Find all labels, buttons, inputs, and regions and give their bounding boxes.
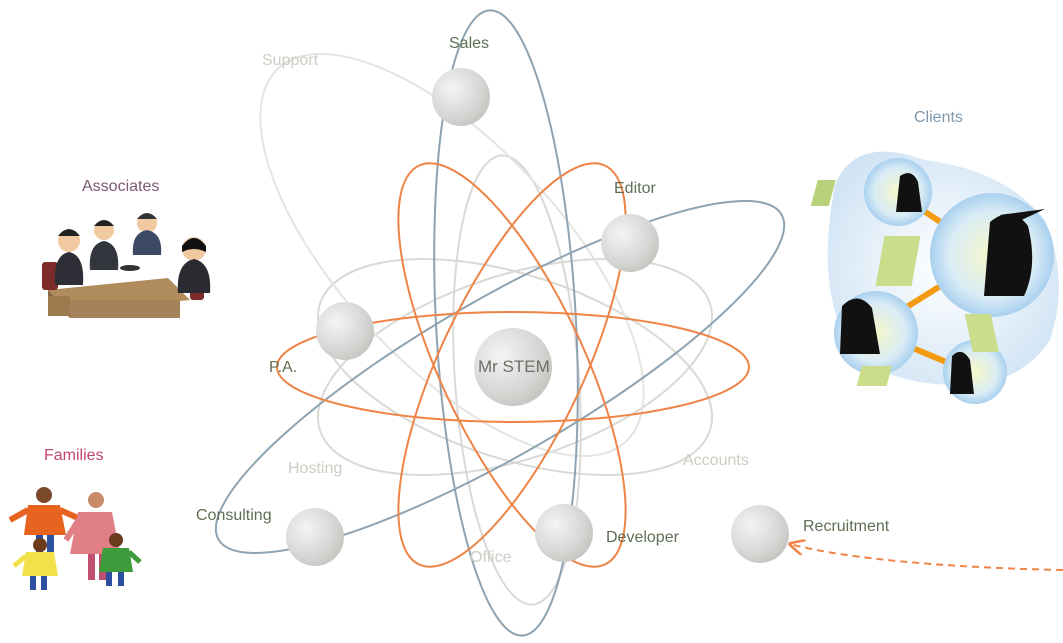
node-editor[interactable] [601,214,659,272]
families-illustration [8,487,142,590]
node-developer[interactable] [535,504,593,562]
label-developer: Developer [606,529,679,546]
label-hosting: Hosting [288,460,343,477]
associates-title: Associates [82,178,160,195]
clients-illustration [810,151,1059,404]
label-consulting: Consulting [196,507,272,524]
label-sales: Sales [449,35,490,52]
orbits-slate [214,9,786,637]
orbits-orange [276,162,750,568]
label-office: Office [470,549,512,566]
associates-illustration [42,213,211,318]
orbit-slate-diagonal [214,200,786,554]
label-editor: Editor [614,180,656,197]
orbit-slate-vertical [433,9,579,637]
node-sales[interactable] [432,68,490,126]
orbit-orange-left [397,162,627,568]
orbit-light-1 [316,257,714,477]
clients-title: Clients [914,109,963,126]
families-title: Families [44,447,104,464]
label-recruitment: Recruitment [803,518,890,535]
orbit-orange-right [397,162,627,568]
orbit-light-3 [452,154,582,606]
label-support: Support [262,52,319,69]
label-pa: P.A. [269,359,298,376]
node-consulting[interactable] [286,508,344,566]
node-center[interactable] [474,328,552,406]
nodes [286,68,789,566]
recruitment-arrow [790,544,1063,571]
node-pa[interactable] [316,302,374,360]
center-label: Mr STEM [478,357,550,376]
orbit-orange-horizontal [276,311,750,423]
label-accounts: Accounts [683,452,749,469]
orbit-light-2 [316,257,714,477]
node-recruitment[interactable] [731,505,789,563]
